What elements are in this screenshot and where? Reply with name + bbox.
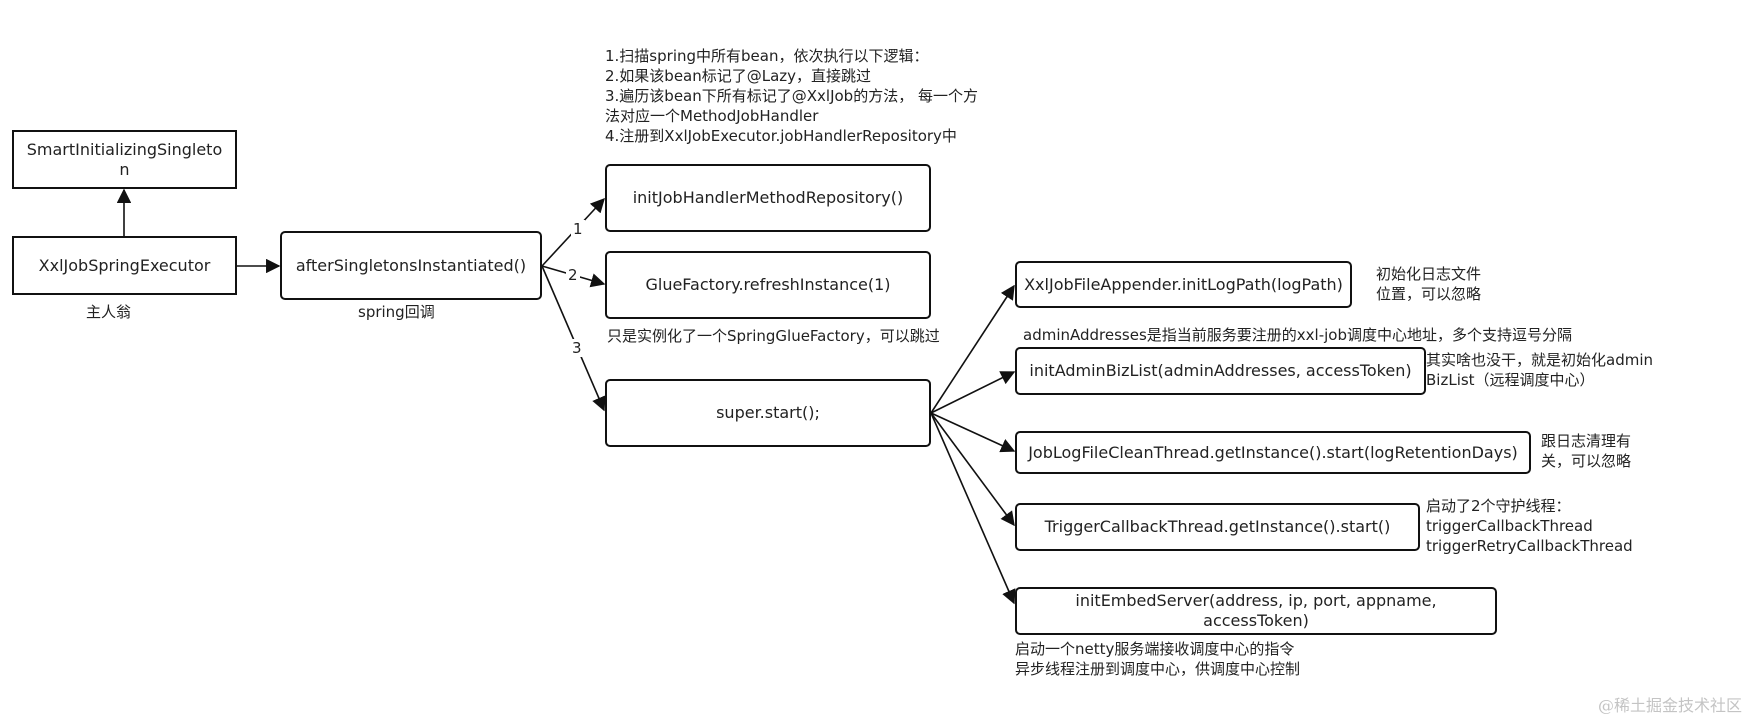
edge-label-2: 2 xyxy=(566,266,580,284)
glue-note: 只是实例化了一个SpringGlueFactory，可以跳过 xyxy=(607,327,940,345)
after-singletons-instantiated-label: afterSingletonsInstantiated() xyxy=(295,255,527,275)
smart-initializing-singleton-label: SmartInitializingSingleto n xyxy=(26,139,223,179)
init-job-handler-method-repository-label: initJobHandlerMethodRepository() xyxy=(632,188,904,207)
start-to-log-path-arrow xyxy=(930,284,1015,414)
trigger-thread-note: 启动了2个守护线程： triggerCallbackThread trigger… xyxy=(1426,497,1633,555)
start-to-embed-server-arrow xyxy=(930,412,1016,605)
xxl-job-spring-executor-node: XxlJobSpringExecutor xyxy=(12,236,237,295)
init-log-path-node: XxlJobFileAppender.initLogPath(logPath) xyxy=(1015,261,1352,308)
trigger-callback-thread-label: TriggerCallbackThread.getInstance().star… xyxy=(1044,517,1391,536)
after-singletons-instantiated-node: afterSingletonsInstantiated() xyxy=(280,231,542,300)
admin-biz-note: 其实啥也没干，就是初始化admin BizList（远程调度中心） xyxy=(1426,351,1654,389)
smart-initializing-singleton-node: SmartInitializingSingleto n xyxy=(12,130,237,189)
super-start-label: super.start(); xyxy=(716,403,820,422)
after-caption: spring回调 xyxy=(358,303,435,321)
executor-caption: 主人翁 xyxy=(86,303,132,321)
job-log-file-clean-thread-node: JobLogFileCleanThread.getInstance().star… xyxy=(1015,431,1531,474)
super-start-node: super.start(); xyxy=(605,379,931,447)
start-to-clean-thread-arrow xyxy=(930,412,1016,453)
start-to-admin-biz-arrow xyxy=(930,371,1016,414)
admin-addresses-note: adminAddresses是指当前服务要注册的xxl-job调度中心地址，多个… xyxy=(1023,326,1572,344)
trigger-callback-thread-node: TriggerCallbackThread.getInstance().star… xyxy=(1015,503,1420,551)
after-to-super-start-arrow xyxy=(541,265,606,412)
job-log-file-clean-thread-label: JobLogFileCleanThread.getInstance().star… xyxy=(1028,442,1518,462)
edge-label-1: 1 xyxy=(571,220,585,238)
scan-steps-note: 1.扫描spring中所有bean，依次执行以下逻辑： 2.如果该bean标记了… xyxy=(605,47,978,145)
clean-thread-note: 跟日志清理有 关，可以忽略 xyxy=(1541,432,1632,470)
init-embed-server-label: initEmbedServer(address, ip, port, appna… xyxy=(1075,591,1437,630)
init-admin-biz-list-label: initAdminBizList(adminAddresses, accessT… xyxy=(1029,361,1412,380)
glue-factory-refresh-label: GlueFactory.refreshInstance(1) xyxy=(645,275,891,294)
xxl-job-spring-executor-label: XxlJobSpringExecutor xyxy=(38,255,211,275)
init-log-path-label: XxlJobFileAppender.initLogPath(logPath) xyxy=(1024,274,1343,294)
log-path-note: 初始化日志文件 位置，可以忽略 xyxy=(1376,265,1482,303)
init-admin-biz-list-node: initAdminBizList(adminAddresses, accessT… xyxy=(1015,347,1426,395)
embed-server-note: 启动一个netty服务端接收调度中心的指令 异步线程注册到调度中心，供调度中心控… xyxy=(1015,640,1301,678)
glue-factory-refresh-node: GlueFactory.refreshInstance(1) xyxy=(605,251,931,319)
edge-label-3: 3 xyxy=(570,339,584,357)
init-embed-server-node: initEmbedServer(address, ip, port, appna… xyxy=(1015,587,1497,635)
watermark: @稀土掘金技术社区 xyxy=(1598,696,1743,715)
init-job-handler-method-repository-node: initJobHandlerMethodRepository() xyxy=(605,164,931,232)
start-to-trigger-thread-arrow xyxy=(930,412,1015,527)
